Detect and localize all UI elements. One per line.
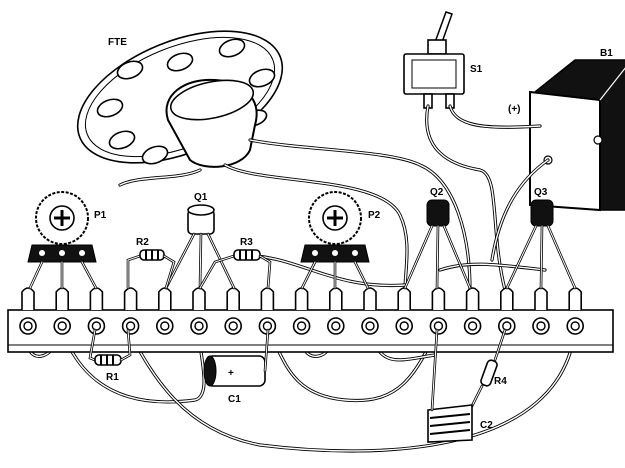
solder-lug <box>55 287 69 310</box>
resistor-r1: R1 <box>88 328 132 383</box>
terminal-screw <box>87 317 106 335</box>
speaker-holes <box>96 38 276 165</box>
pot2-label: P2 <box>368 210 381 221</box>
solder-lug <box>568 287 582 310</box>
resistor-r2: R2 <box>126 237 176 290</box>
c1-polarity-label: + <box>228 368 234 379</box>
terminal-screw <box>190 317 208 335</box>
transistor-q1: Q1 <box>164 192 236 290</box>
transistor-q3: Q3 <box>505 187 577 290</box>
solder-lug <box>500 287 514 310</box>
solder-lug <box>226 287 240 310</box>
capacitor-c1: + C1 <box>203 328 270 405</box>
pot1-label: P1 <box>94 210 107 221</box>
r4-label: R4 <box>494 376 507 387</box>
solder-lug <box>260 287 275 310</box>
q2-label: Q2 <box>430 187 444 198</box>
solder-lug <box>397 287 411 310</box>
r2-label: R2 <box>136 237 149 248</box>
potentiometer-p1[interactable]: P1 <box>27 191 107 290</box>
terminal-screw <box>19 317 37 335</box>
resistor-r3: R3 <box>198 237 272 290</box>
switch-label: S1 <box>470 64 483 75</box>
terminal-screw <box>53 317 72 335</box>
speaker-label: FTE <box>108 37 127 48</box>
terminal-screw <box>292 317 311 335</box>
transistor-q2: Q2 <box>403 187 472 290</box>
solder-lug <box>192 287 206 310</box>
solder-lug <box>158 287 172 310</box>
terminal-screw <box>326 317 345 335</box>
solder-lug <box>534 287 548 310</box>
terminal-screw <box>156 317 174 335</box>
terminal-screws <box>19 317 585 335</box>
terminal-strip <box>7 309 614 353</box>
terminal-screw <box>429 317 448 335</box>
switch[interactable]: S1 <box>403 11 483 109</box>
c2-label: C2 <box>480 420 493 431</box>
solder-lug <box>294 287 309 310</box>
battery: B1 (+) <box>508 48 625 212</box>
speaker-magnet <box>165 78 258 168</box>
speaker: FTE <box>76 30 284 168</box>
terminal-screw <box>566 317 585 335</box>
solder-lugs <box>21 287 582 310</box>
terminal-screw <box>361 317 379 335</box>
terminal-screw <box>121 317 140 335</box>
solder-lug <box>465 287 480 310</box>
solder-lug <box>431 287 446 310</box>
battery-label: B1 <box>600 48 613 59</box>
battery-polarity-label: (+) <box>508 104 521 115</box>
solder-lug <box>363 287 377 310</box>
q3-label: Q3 <box>534 187 548 198</box>
r1-label: R1 <box>106 372 119 383</box>
r3-label: R3 <box>240 237 253 248</box>
terminal-screw <box>497 317 516 335</box>
solder-lug <box>89 287 104 310</box>
c1-label: C1 <box>228 394 241 405</box>
solder-lug <box>329 287 343 310</box>
terminal-screw <box>224 317 242 335</box>
wires <box>23 104 577 453</box>
q1-label: Q1 <box>194 192 208 203</box>
solder-lug <box>123 287 138 310</box>
terminal-screw <box>532 317 550 335</box>
terminal-screw <box>463 317 482 335</box>
capacitor-c2: C2 <box>427 328 493 443</box>
potentiometer-p2[interactable]: P2 <box>300 191 381 290</box>
solder-lug <box>21 287 35 310</box>
terminal-screw <box>395 317 414 335</box>
